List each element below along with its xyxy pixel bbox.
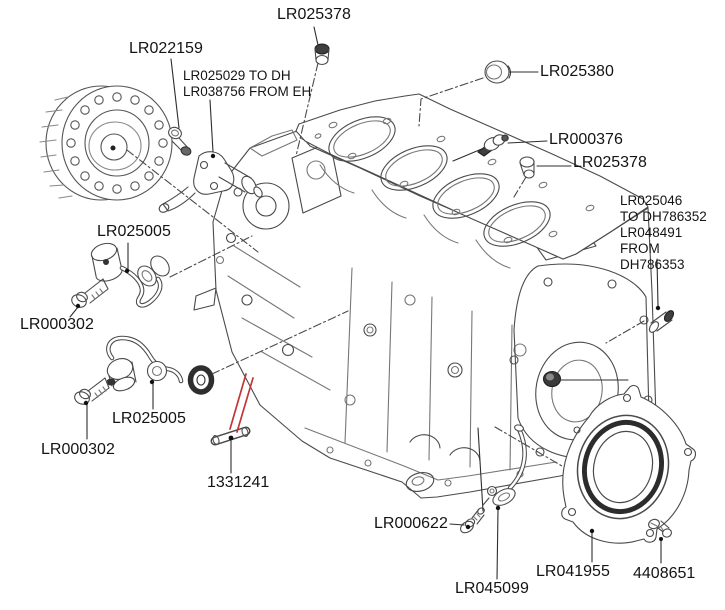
flywheel-drawing <box>39 85 173 201</box>
crank-sensor-drawing <box>158 126 263 213</box>
oil-jet-upper-drawing <box>90 242 170 308</box>
part-label-1331241: 1331241 <box>207 474 270 491</box>
oil-jet-lower-drawing <box>106 335 184 392</box>
part-label-lr000302-lower: LR000302 <box>41 441 115 458</box>
center-lines <box>126 62 645 467</box>
crank-plug-drawing <box>542 370 562 388</box>
part-label-lr022159: LR022159 <box>129 40 203 57</box>
part-label-lr025005-lower: LR025005 <box>112 410 186 427</box>
part-label-lr000622: LR000622 <box>374 515 448 532</box>
part-label-lr025380: LR025380 <box>540 63 614 80</box>
plate-bolt-drawing <box>648 518 672 538</box>
part-label-lr041955: LR041955 <box>536 563 610 580</box>
temp-sensor-drawing <box>477 134 509 157</box>
leader-lines <box>69 26 663 580</box>
dowel-drawing <box>648 310 675 333</box>
crank-seal-drawing <box>187 365 215 395</box>
part-label-lr000302-upper: LR000302 <box>20 316 94 333</box>
oil-pickup-drawing <box>482 424 527 506</box>
part-label-4408651: 4408651 <box>633 565 696 582</box>
pickup-bolt-drawing <box>460 507 485 534</box>
part-label-lr025046: LR025046 TO DH786352 LR048491 FROM DH786… <box>620 193 707 272</box>
rear-seal-plate-drawing <box>561 385 696 544</box>
head-gasket-drawing <box>295 93 649 260</box>
red-pointer-lines <box>229 373 254 433</box>
cup-plug-drawing <box>484 60 512 84</box>
part-label-lr025378-right: LR025378 <box>573 154 647 171</box>
part-label-lr000376: LR000376 <box>549 131 623 148</box>
jet-bolt-upper-drawing <box>71 278 109 308</box>
part-label-lr025029: LR025029 TO DH LR038756 FROM EH <box>183 68 312 99</box>
sealing-plug-right-drawing <box>519 156 535 179</box>
part-label-lr025378-top: LR025378 <box>277 6 351 23</box>
part-label-lr025005-upper: LR025005 <box>97 223 171 240</box>
part-label-lr045099: LR045099 <box>455 580 529 597</box>
sealing-plug-top-drawing <box>314 43 330 66</box>
jet-bolt-lower-drawing <box>74 377 110 405</box>
